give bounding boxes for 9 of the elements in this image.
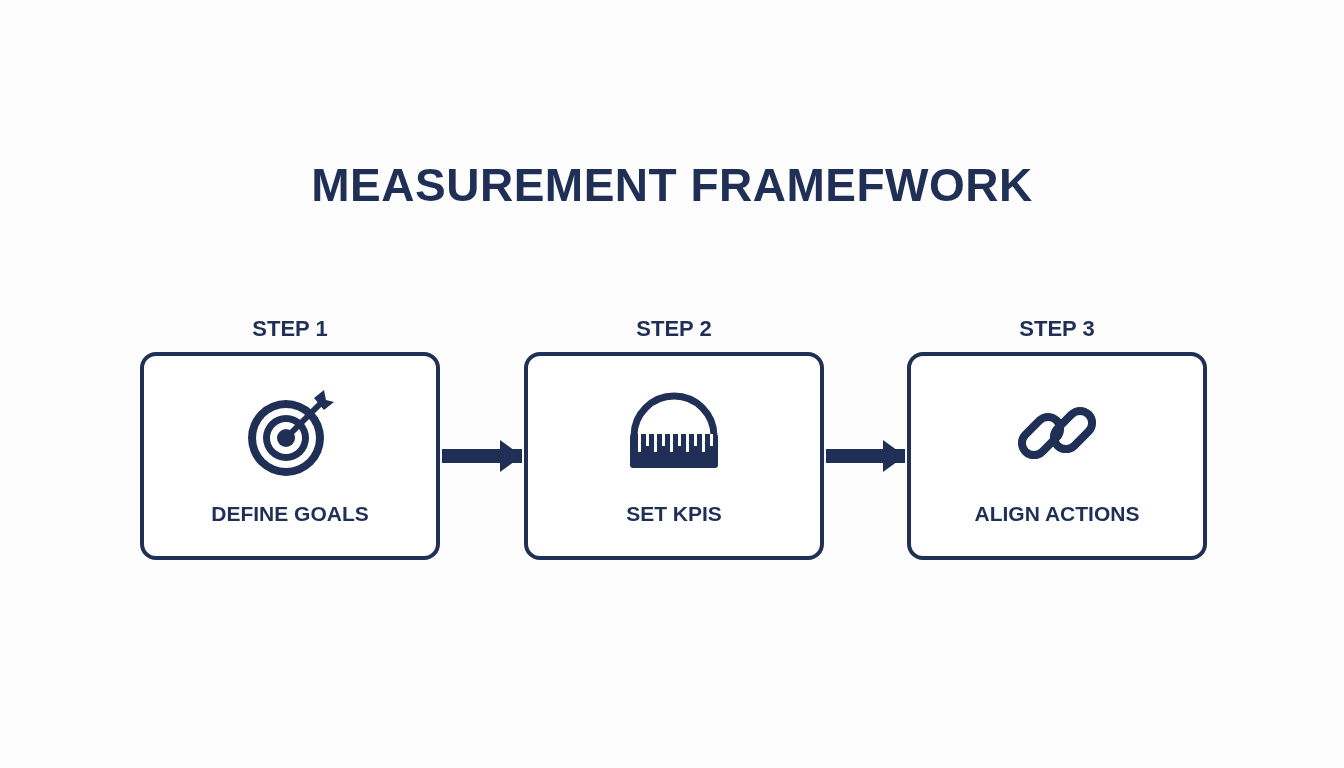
step-heading: STEP 3 — [1018, 315, 1096, 342]
arrow — [442, 440, 522, 472]
step-label: DEFINE GOALS — [211, 502, 369, 526]
step-heading: STEP 2 — [635, 315, 713, 342]
step-label: ALIGN ACTIONS — [974, 502, 1140, 526]
title: MEASUREMENT FRAMEFWORK — [310, 158, 1034, 212]
step-heading: STEP 1 — [251, 315, 329, 342]
arrow — [826, 440, 905, 472]
step-label: SET KPIS — [626, 502, 722, 526]
